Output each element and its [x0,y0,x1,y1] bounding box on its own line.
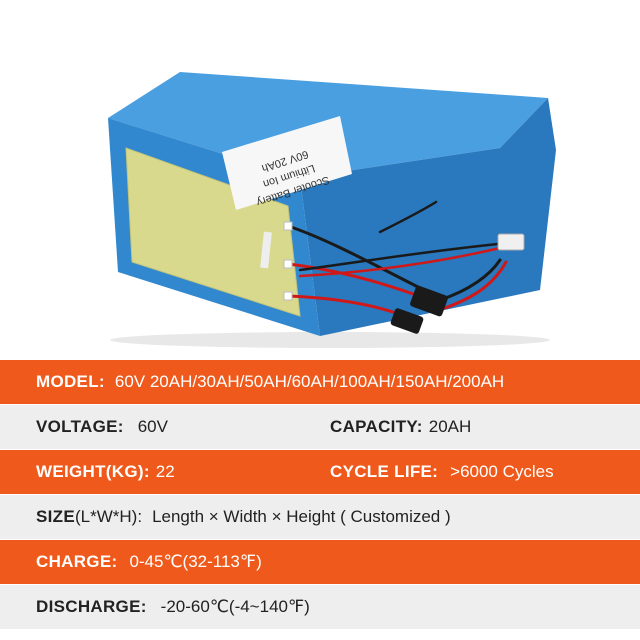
discharge-value: -20-60℃(-4~140℉) [160,597,310,616]
weight-label: WEIGHT(KG): [36,462,150,481]
spec-row-size: SIZE (L*W*H): Length × Width × Height ( … [0,495,640,539]
size-value: Length × Width × Height ( Customized ) [152,507,451,526]
spec-row-discharge: DISCHARGE: -20-60℃(-4~140℉) [0,585,640,629]
power-connector [410,285,448,317]
battery-pack-image: Scooter Battery Lithium Ion 60V 20Ah [108,72,556,348]
capacity-value: 20AH [428,417,472,436]
size-label-suffix: (L*W*H): [75,507,143,526]
spec-table: MODEL: 60V 20AH/30AH/50AH/60AH/100AH/150… [0,355,640,640]
capacity-label: CAPACITY: [330,417,423,436]
product-photo: Scooter Battery Lithium Ion 60V 20Ah [108,72,556,348]
model-label: MODEL: [36,372,105,391]
spec-row-model: MODEL: 60V 20AH/30AH/50AH/60AH/100AH/150… [0,360,640,404]
voltage-label: VOLTAGE: [36,417,124,436]
weight-value: 22 [155,462,175,481]
cycle-life-value: >6000 Cycles [450,462,554,481]
spec-row-weight-cycle: WEIGHT(KG): 22 CYCLE LIFE: >6000 Cycles [0,450,640,494]
charge-value: 0-45℃(32-113℉) [129,552,262,571]
size-label: SIZE [36,507,75,526]
model-value: 60V 20AH/30AH/50AH/60AH/100AH/150AH/200A… [114,372,505,391]
voltage-value: 60V [137,417,168,436]
discharge-label: DISCHARGE: [36,597,147,616]
charge-label: CHARGE: [36,552,118,571]
cycle-life-label: CYCLE LIFE: [330,462,439,481]
balance-connector [497,233,525,251]
spec-row-voltage-capacity: VOLTAGE: 60V CAPACITY: 20AH [0,405,640,449]
spec-row-charge: CHARGE: 0-45℃(32-113℉) [0,540,640,584]
